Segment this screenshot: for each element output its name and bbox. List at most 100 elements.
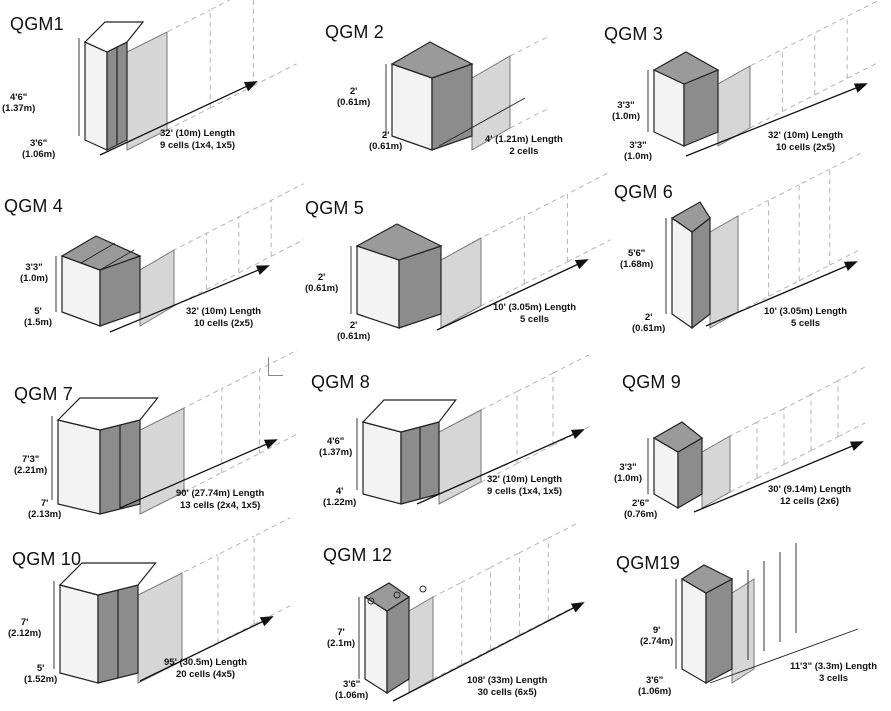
- model-title: QGM 4: [4, 196, 64, 216]
- trailing-section: [408, 596, 434, 694]
- ghost-frame-base: [238, 255, 272, 274]
- top-rim: [56, 397, 159, 431]
- qgm7-unit-drawing: [51, 349, 298, 515]
- height-dimension: 3'3"(1.0m): [612, 100, 640, 122]
- front-left-face: [362, 421, 402, 505]
- ghost-frame-base: [846, 61, 880, 79]
- length-arrow-line: [119, 439, 277, 509]
- inner-wall: [355, 223, 443, 261]
- ghost-frame-base: [480, 463, 518, 483]
- ghost-frame: [518, 537, 549, 635]
- length-arrow-line: [392, 602, 584, 702]
- height-dimension: 2'(0.61m): [337, 86, 371, 108]
- length-dimension-line: [709, 628, 859, 684]
- model-title: QGM19: [616, 553, 681, 573]
- ghost-frame-base: [217, 623, 255, 644]
- ghost-frame: [768, 184, 800, 297]
- length-arrow-line: [109, 265, 269, 333]
- ghost-frame: [783, 394, 812, 465]
- length-arrow-line: [99, 81, 257, 156]
- model-card-qgm9: QGM 9 3'3"(1.0m) 2'6"(0.76m) 30' (9.14m)…: [594, 356, 891, 534]
- length-arrowhead: [574, 259, 589, 270]
- ghost-frame: [837, 366, 866, 437]
- front-left-face: [57, 419, 101, 515]
- length-arrowhead: [570, 602, 585, 613]
- trailing-section: [701, 435, 731, 509]
- ghost-frame-base: [259, 433, 298, 454]
- front-right-face: [705, 577, 733, 685]
- qgm8-unit-drawing: [356, 354, 590, 505]
- ghost-frame-base: [270, 239, 304, 257]
- ghost-frame-base: [509, 108, 549, 129]
- ghost-frame-base: [783, 450, 812, 465]
- height-dimension: 3'3"(1.0m): [20, 262, 48, 284]
- ghost-frame: [509, 36, 549, 128]
- model-title: QGM 6: [614, 182, 674, 202]
- ghost-frame: [432, 581, 463, 679]
- width-dimension: 3'3"(1.0m): [624, 140, 652, 162]
- model-card-qgm19: QGM19 9'(2.74m) 3'6"(1.06m) 11'3" (3.3m)…: [594, 533, 891, 711]
- length-dimension-line: [438, 97, 526, 147]
- ghost-frame: [810, 380, 839, 451]
- ghost-frame: [814, 15, 848, 95]
- model-card-qgm12: QGM 12 7'(2.1m) 3'6"(1.06m) 108' (33m) L…: [297, 522, 594, 711]
- ghost-frame-base: [209, 85, 254, 109]
- ghost-frame-base: [183, 472, 223, 493]
- model-card-qgm8: QGM 8 4'6"(1.37m) 4'(1.22m) 32' (10m) Le…: [297, 354, 594, 534]
- inner-wall: [60, 235, 142, 271]
- qgm1-unit-drawing: [78, 0, 297, 156]
- length-arrowhead: [843, 261, 858, 271]
- ghost-frame: [217, 535, 255, 643]
- height-dimension: 4'6"(1.37m): [2, 92, 36, 114]
- model-card-qgm3: QGM 3 3'3"(1.0m) 3'3"(1.0m) 32' (10m) Le…: [594, 0, 891, 178]
- inner-wall: [652, 51, 720, 85]
- front-left-face: [84, 41, 108, 151]
- cell-divider: [99, 249, 135, 271]
- ghost-frame: [829, 152, 861, 266]
- inner-wall: [363, 582, 411, 612]
- ghost-frame: [205, 216, 240, 290]
- lifting-loop: [419, 585, 427, 593]
- length-arrow-line: [685, 83, 867, 157]
- height-dimension: 9'(2.74m): [640, 625, 674, 647]
- qgm12-unit-drawing: [358, 522, 585, 702]
- cell-divider: [80, 242, 116, 264]
- width-dimension: 2'6"(0.76m): [624, 498, 658, 520]
- height-dimension: 5'6"(1.68m): [620, 248, 654, 270]
- model-card-qgm4: QGM 4 3'3"(1.0m) 5'(1.5m) 32' (10m) Leng…: [0, 178, 304, 356]
- length-arrowhead: [263, 439, 278, 449]
- ghost-frame-base: [829, 248, 861, 266]
- qgm2-unit-drawing: [385, 36, 549, 151]
- model-card-qgm6: QGM 6 5'6"(1.68m) 2'(0.61m) 10' (3.05m) …: [594, 152, 891, 356]
- ghost-frame-base: [490, 634, 520, 651]
- qgm3-unit-drawing: [647, 0, 880, 157]
- ghost-frame-base: [166, 107, 211, 131]
- length-arrowhead: [853, 83, 868, 93]
- inner-wall: [680, 564, 734, 594]
- width-dimension: 3'6"(1.06m): [22, 138, 56, 160]
- front-right-face: [431, 63, 473, 151]
- ghost-frame: [516, 372, 554, 464]
- ghost-frame-base: [810, 436, 839, 452]
- front-right-face: [691, 216, 711, 330]
- ghost-frame-base: [567, 239, 611, 263]
- ghost-frame-base: [253, 63, 297, 87]
- inner-wall: [390, 41, 474, 79]
- front-right-face: [386, 595, 410, 695]
- ghost-frame-base: [516, 444, 554, 465]
- qgm10-unit-drawing: [53, 517, 291, 684]
- length-arrowhead: [243, 81, 258, 92]
- ghost-frame: [253, 517, 291, 625]
- ghost-frame: [259, 349, 298, 454]
- trailing-section: [139, 249, 175, 327]
- ghost-frame-base: [798, 264, 831, 282]
- ghost-frame-base: [461, 649, 491, 665]
- ghost-frame: [173, 232, 207, 306]
- ghost-frame: [547, 522, 578, 621]
- ghost-frame-base: [749, 110, 783, 129]
